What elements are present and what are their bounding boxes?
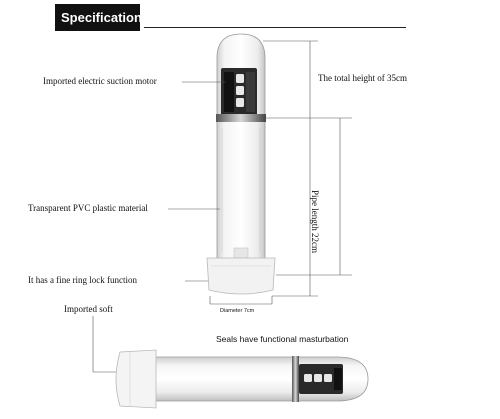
horizontal-pump-device (115, 349, 369, 409)
soft-seal (115, 349, 157, 409)
control-button (236, 98, 244, 107)
control-button (324, 374, 332, 382)
header-title: Specifications: (61, 10, 154, 25)
control-button (304, 374, 312, 382)
control-button (314, 374, 322, 382)
control-button (236, 74, 244, 83)
callout-total-height: The total height of 35cm (318, 73, 407, 83)
metal-ring (292, 356, 299, 402)
callout-imported-soft: Imported soft (64, 304, 113, 314)
ring-lock-seal (206, 257, 276, 295)
control-button (236, 86, 244, 95)
callout-ring-lock: It has a fine ring lock function (28, 275, 137, 285)
callout-motor: Imported electric suction motor (43, 76, 157, 86)
callout-pipe-length: Pipe length 22cm (310, 190, 320, 253)
vertical-pump-device (206, 33, 276, 295)
callout-diameter: Diameter 7cm (220, 308, 255, 314)
specifications-header: Specifications: (55, 4, 153, 31)
callout-lines (92, 40, 352, 373)
header-underline (144, 27, 406, 28)
metal-ring (216, 114, 266, 122)
callout-seals: Seals have functional masturbation (216, 334, 349, 344)
callout-material: Transparent PVC plastic material (28, 203, 148, 213)
